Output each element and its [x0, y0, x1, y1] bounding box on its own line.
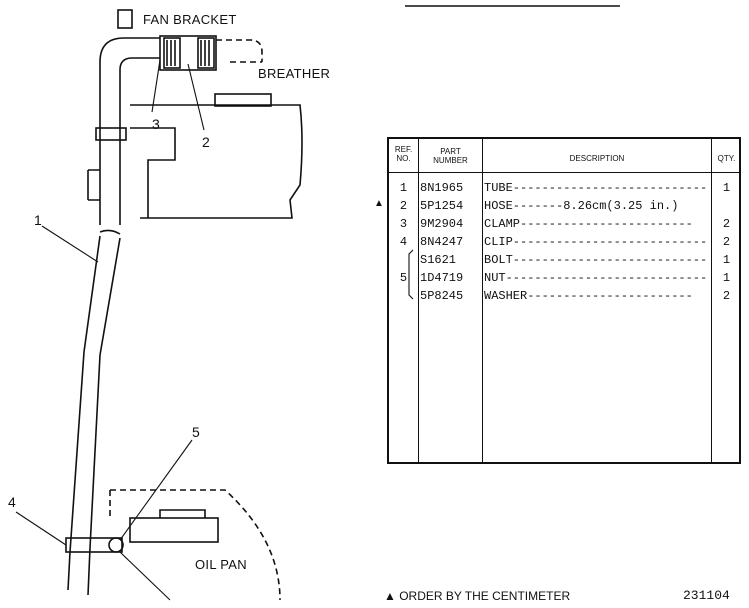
breather-cap: [214, 93, 272, 107]
row-description: HOSE-------8.26cm(3.25 in.): [484, 199, 679, 213]
callout-2: 2: [202, 134, 210, 150]
oil-pan-label: OIL PAN: [195, 557, 247, 572]
header-ref-no: REF. NO.: [394, 145, 413, 163]
row-part-number: 1D4719: [420, 271, 464, 285]
oil-pan-outline: [110, 489, 281, 601]
row-description: BOLT----------------------------: [484, 253, 708, 267]
row-part-number: 9M2904: [420, 217, 464, 231]
upper-tube-outer: [99, 37, 160, 225]
upper-tube-inner: [119, 57, 160, 225]
row-ref: 4: [399, 235, 408, 249]
header-part-number: PART NUMBER: [433, 147, 468, 165]
callout-5: 5: [192, 424, 200, 440]
upper-clip: [95, 127, 127, 141]
row-ref: 1: [399, 181, 408, 195]
lower-tube-outer: [67, 235, 101, 591]
row-description: TUBE-------------------------------: [484, 181, 708, 195]
row-part-number: 8N4247: [420, 235, 464, 249]
callout-4: 4: [8, 494, 16, 510]
row-qty: 1: [722, 181, 731, 195]
row-part-number: S1621: [420, 253, 457, 267]
row-ref: 5: [399, 271, 408, 285]
header-description: DESCRIPTION: [569, 154, 625, 163]
row-description: CLAMP------------------------: [484, 217, 693, 231]
row-part-number: 5P8245: [420, 289, 464, 303]
row-qty: 2: [722, 235, 731, 249]
clamp-left: [163, 37, 181, 69]
row-description: WASHER-----------------------: [484, 289, 693, 303]
row-qty: 2: [722, 289, 731, 303]
breather-label: BREATHER: [258, 66, 331, 81]
callout-3: 3: [152, 116, 160, 132]
row-part-number: 5P1254: [420, 199, 464, 213]
row-part-number: 8N1965: [420, 181, 464, 195]
callout-1: 1: [34, 212, 42, 228]
drawing-number: 231104: [683, 588, 730, 603]
row-description: NUT-----------------------------: [484, 271, 708, 285]
row-ref: 3: [399, 217, 408, 231]
row-description: CLIP---------------------------: [484, 235, 708, 249]
row-qty: 1: [722, 253, 731, 267]
clamp-right: [197, 37, 215, 69]
bolt-shape: [108, 537, 124, 553]
row-qty: 2: [722, 217, 731, 231]
row-qty: 1: [722, 271, 731, 285]
row-2-marker: ▲: [374, 198, 384, 209]
row-ref: 2: [399, 199, 408, 213]
fan-bracket-shape: [117, 9, 133, 29]
oil-pan-block: [129, 517, 219, 543]
fan-bracket-label: FAN BRACKET: [143, 12, 237, 27]
lower-tube-inner: [87, 237, 121, 596]
breather-outline: [216, 39, 263, 62]
order-note: ▲ ORDER BY THE CENTIMETER: [384, 589, 571, 603]
hose-shape: [159, 35, 217, 71]
lower-clip: [65, 537, 123, 553]
header-qty: QTY.: [717, 154, 736, 163]
